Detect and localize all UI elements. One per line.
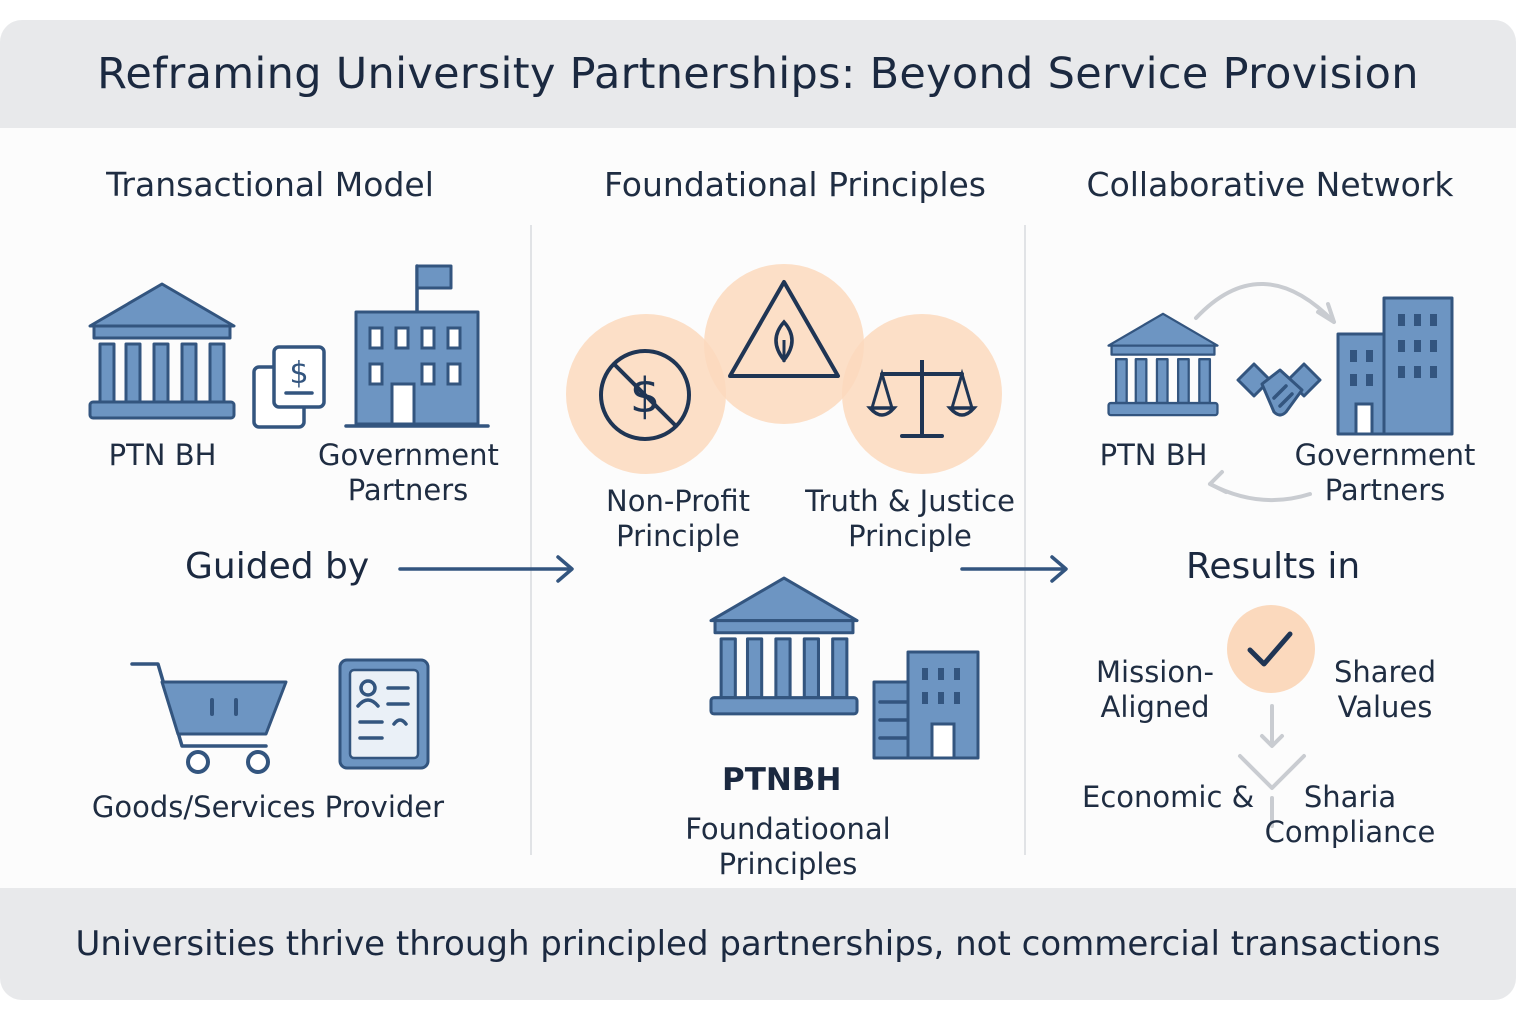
economic-label: Economic & bbox=[1082, 780, 1255, 814]
column-divider-right bbox=[1024, 225, 1026, 855]
cycle-arrows-icon bbox=[1194, 282, 1336, 503]
transactional-model-heading: Transactional Model bbox=[106, 165, 434, 204]
transactional-university-label: PTN BH bbox=[108, 438, 217, 472]
university-building-icon bbox=[709, 576, 859, 716]
university-building-icon bbox=[88, 282, 236, 420]
goods-services-provider-label: Goods/Services Provider bbox=[91, 790, 445, 824]
checkmark-icon bbox=[1227, 605, 1315, 693]
government-building-icon bbox=[344, 264, 490, 428]
no-money-icon: $ bbox=[599, 349, 691, 441]
payment-documents-icon: $ bbox=[252, 345, 326, 429]
results-in-label: Results in bbox=[1186, 546, 1361, 587]
document-profile-icon bbox=[338, 658, 430, 770]
foundational-principles-label: Foundatioonal Principles bbox=[685, 812, 891, 881]
non-profit-principle-label: Non-Profit Principle bbox=[606, 484, 750, 553]
collaborative-university-label: PTN BH bbox=[1099, 438, 1208, 472]
justice-scale-icon bbox=[866, 360, 978, 438]
arrow-right-icon bbox=[960, 555, 1068, 583]
university-building-icon bbox=[1107, 312, 1219, 417]
collaborative-network-heading: Collaborative Network bbox=[1086, 165, 1454, 204]
foundational-principles-heading: Foundational Principles bbox=[604, 165, 986, 204]
handshake-icon bbox=[1236, 362, 1322, 417]
down-arrows-icon bbox=[1238, 704, 1306, 828]
office-building-icon bbox=[872, 650, 980, 760]
collaborative-government-label: Government Partners bbox=[1294, 438, 1476, 507]
institution-label: PTNBH bbox=[722, 762, 842, 798]
transactional-government-label: Government Partners bbox=[318, 438, 499, 507]
mission-aligned-label: Mission-Aligned bbox=[1096, 655, 1214, 724]
arrow-right-icon bbox=[398, 555, 574, 583]
footer-bar: Universities thrive through principled p… bbox=[0, 888, 1516, 1000]
triangle-leaf-icon bbox=[728, 280, 840, 378]
title-bar: Reframing University Partnerships: Beyon… bbox=[0, 20, 1516, 128]
truth-justice-principle-label: Truth & Justice Principle bbox=[805, 484, 1015, 553]
footer-statement: Universities thrive through principled p… bbox=[75, 924, 1441, 964]
shopping-cart-icon bbox=[130, 662, 288, 774]
sharia-compliance-label: Sharia Compliance bbox=[1264, 780, 1436, 849]
shared-values-label: Shared Values bbox=[1333, 655, 1437, 724]
page-title: Reframing University Partnerships: Beyon… bbox=[97, 49, 1419, 99]
svg-text:$: $ bbox=[289, 356, 308, 391]
svg-text:$: $ bbox=[630, 368, 661, 424]
column-divider-left bbox=[530, 225, 532, 855]
infographic-card: Reframing University Partnerships: Beyon… bbox=[0, 20, 1516, 1000]
office-towers-icon bbox=[1336, 296, 1454, 436]
guided-by-label: Guided by bbox=[185, 546, 370, 587]
